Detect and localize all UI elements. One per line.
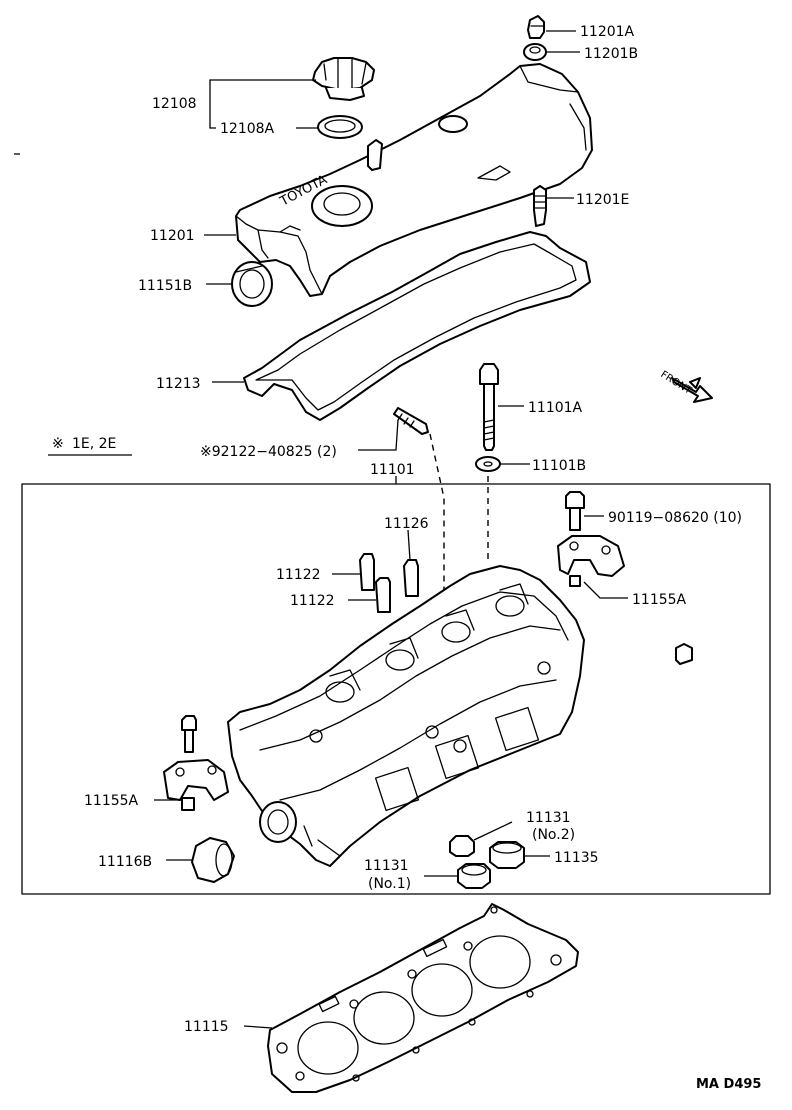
label-11131-no2-sub: (No.2) xyxy=(532,827,575,843)
washer-11101B xyxy=(475,456,501,472)
note-mark: ※ xyxy=(52,436,64,452)
label-11122-upper: 11122 xyxy=(276,567,321,583)
label-11122-lower: 11122 xyxy=(290,593,335,609)
label-11131-no1: 11131 xyxy=(364,858,409,874)
label-11131-no1-sub: (No.1) xyxy=(368,876,411,892)
head-cover-gasket-11213 xyxy=(243,231,591,421)
label-12108A: 12108A xyxy=(220,121,275,137)
label-92122: ※92122−40825 (2) xyxy=(200,444,337,460)
oil-filler-gasket-12108A xyxy=(317,115,363,139)
cup-11131-no2 xyxy=(449,835,475,857)
cup-11135 xyxy=(489,841,525,869)
label-11201: 11201 xyxy=(150,228,195,244)
label-11101: 11101 xyxy=(370,462,415,478)
camshaft-bearing-cap-right-11155A xyxy=(557,535,625,587)
label-11101A: 11101A xyxy=(528,400,583,416)
plug-11116B xyxy=(191,837,235,883)
bolt-90119 xyxy=(565,491,585,531)
stud-92122 xyxy=(393,407,429,435)
camshaft-bearing-cap-left-11155A xyxy=(163,759,229,811)
plug xyxy=(675,643,693,665)
cylinder-head-gasket-11115 xyxy=(267,903,579,1093)
cup-11131-no1 xyxy=(457,863,491,889)
label-11116B: 11116B xyxy=(98,854,152,870)
applicability-note: ※ 1E, 2E xyxy=(48,436,132,456)
cylinder-head-cover-11201: TOYOTA xyxy=(235,63,593,297)
label-90119: 90119−08620 (10) xyxy=(608,510,742,526)
label-11135: 11135 xyxy=(554,850,599,866)
label-11213: 11213 xyxy=(156,376,201,392)
label-11155A-left: 11155A xyxy=(84,793,139,809)
label-11115: 11115 xyxy=(184,1019,229,1035)
label-11155A-right: 11155A xyxy=(632,592,687,608)
diagram-code: MA D495 xyxy=(696,1077,761,1092)
cylinder-head-11101 xyxy=(227,565,585,867)
label-11201E: 11201E xyxy=(576,192,629,208)
label-11201B: 11201B xyxy=(584,46,638,62)
label-11126: 11126 xyxy=(384,516,429,532)
front-direction-arrow: FRONT xyxy=(658,369,713,403)
bolt-left xyxy=(181,715,197,753)
front-label: FRONT xyxy=(658,369,694,397)
label-11201A: 11201A xyxy=(580,24,635,40)
valve-guides xyxy=(359,553,419,613)
note-text: 1E, 2E xyxy=(72,436,116,452)
label-12108: 12108 xyxy=(152,96,197,112)
oil-seal-11151B xyxy=(231,261,273,307)
label-11101B: 11101B xyxy=(532,458,586,474)
head-bolt-11101A xyxy=(479,363,499,451)
grommet-11201B xyxy=(523,43,547,61)
label-11131-no2: 11131 xyxy=(526,810,571,826)
breather-pipe xyxy=(367,139,383,171)
label-11151B: 11151B xyxy=(138,278,192,294)
oil-filler-cap-12108 xyxy=(312,57,375,101)
cap-nut-11201A xyxy=(527,15,545,39)
stud-bolt-11201E xyxy=(533,185,547,227)
